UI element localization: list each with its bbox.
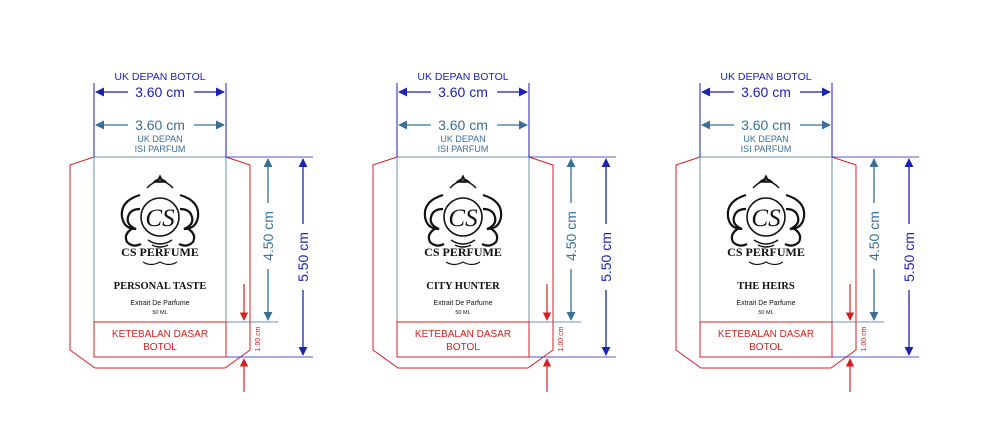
label-panel-the-heirs: UK DEPAN BOTOL 3.60 cm 3.60 cm UK DEPAN … xyxy=(675,71,919,392)
logo-bottom-flourish xyxy=(147,239,173,248)
base-thickness-value: 1.00 cm xyxy=(255,326,262,351)
base-thickness-box xyxy=(396,321,530,358)
top-label: UK DEPAN BOTOL xyxy=(114,71,205,83)
base-thickness-box xyxy=(699,321,833,358)
inner-width-value: 3.60 cm xyxy=(741,117,791,133)
inner-width-value-bg xyxy=(431,117,497,134)
outer-width-value: 3.60 cm xyxy=(438,84,488,100)
top-label: UK DEPAN BOTOL xyxy=(417,71,508,83)
logo-left-flourish xyxy=(423,193,445,247)
inner-caption-2: ISI PARFUM xyxy=(741,144,792,154)
product-volume: 50 ML xyxy=(152,310,167,316)
outer-width-value: 3.60 cm xyxy=(135,84,185,100)
top-label: UK DEPAN BOTOL xyxy=(720,71,811,83)
outer-width-value: 3.60 cm xyxy=(741,84,791,100)
base-label-line-1: KETEBALAN DASAR xyxy=(415,329,511,340)
logo-monogram: CS xyxy=(145,205,175,232)
outer-height-value-bg xyxy=(597,224,615,290)
product-type: Extrait De Parfume xyxy=(130,300,189,307)
inner-caption-1: UK DEPAN xyxy=(743,134,788,144)
die-cut-outline xyxy=(69,156,251,369)
label-panel-personal-taste: UK DEPAN BOTOL 3.60 cm 3.60 cm UK DEPAN … xyxy=(69,71,313,392)
brand-underline-ornament xyxy=(445,261,481,266)
die-cut-outline xyxy=(372,156,554,369)
product-volume: 50 ML xyxy=(455,310,470,316)
base-label-line-2: BOTOL xyxy=(749,342,783,353)
inner-width-value: 3.60 cm xyxy=(438,117,488,133)
product-name: PERSONAL TASTE xyxy=(114,281,207,292)
brand-name: CS PERFUME xyxy=(424,245,502,259)
brand-name: CS PERFUME xyxy=(727,245,805,259)
base-label-line-1: KETEBALAN DASAR xyxy=(112,329,208,340)
product-name: THE HEIRS xyxy=(737,281,795,292)
die-cut-outline xyxy=(675,156,857,369)
inner-caption-1: UK DEPAN xyxy=(440,134,485,144)
logo-crown-ornament xyxy=(752,174,780,189)
logo-crown-ornament xyxy=(146,174,174,189)
inner-caption-2: ISI PARFUM xyxy=(135,144,186,154)
base-label-line-2: BOTOL xyxy=(446,342,480,353)
outer-height-value: 5.50 cm xyxy=(598,232,614,282)
inner-height-value-bg xyxy=(562,203,580,269)
logo-left-flourish xyxy=(120,193,142,247)
inner-caption-1: UK DEPAN xyxy=(137,134,182,144)
logo-ring xyxy=(443,197,483,237)
logo-bottom-flourish xyxy=(450,239,476,248)
inner-height-value: 4.50 cm xyxy=(866,211,882,261)
inner-width-value-bg xyxy=(734,117,800,134)
brand-underline-ornament xyxy=(748,261,784,266)
brand-underline-ornament xyxy=(142,261,178,266)
outer-height-value: 5.50 cm xyxy=(295,232,311,282)
base-thickness-box xyxy=(93,321,227,358)
outer-width-value-bg xyxy=(431,84,497,101)
product-type: Extrait De Parfume xyxy=(736,300,795,307)
logo-right-flourish xyxy=(178,193,200,247)
inner-height-value: 4.50 cm xyxy=(260,211,276,261)
base-label-line-2: BOTOL xyxy=(143,342,177,353)
logo-right-flourish xyxy=(784,193,806,247)
base-thickness-value: 1.00 cm xyxy=(861,326,868,351)
outer-height-value-bg xyxy=(900,224,918,290)
product-volume: 50 ML xyxy=(758,310,773,316)
logo-monogram: CS xyxy=(751,205,781,232)
product-type: Extrait De Parfume xyxy=(433,300,492,307)
outer-height-value: 5.50 cm xyxy=(901,232,917,282)
base-thickness-value: 1.00 cm xyxy=(558,326,565,351)
logo-left-flourish xyxy=(726,193,748,247)
logo-ring xyxy=(746,197,786,237)
logo-right-flourish xyxy=(481,193,503,247)
brand-name: CS PERFUME xyxy=(121,245,199,259)
outer-width-value-bg xyxy=(128,84,194,101)
inner-caption-2: ISI PARFUM xyxy=(438,144,489,154)
logo-monogram: CS xyxy=(448,205,478,232)
logo-bottom-flourish xyxy=(753,239,779,248)
inner-height-value-bg xyxy=(259,203,277,269)
cs-monogram-logo: CS xyxy=(423,174,503,248)
product-name: CITY HUNTER xyxy=(426,281,500,292)
logo-crown-ornament xyxy=(449,174,477,189)
inner-width-value: 3.60 cm xyxy=(135,117,185,133)
inner-height-value: 4.50 cm xyxy=(563,211,579,261)
base-label-line-1: KETEBALAN DASAR xyxy=(718,329,814,340)
cs-monogram-logo: CS xyxy=(120,174,200,248)
inner-width-value-bg xyxy=(128,117,194,134)
outer-width-value-bg xyxy=(734,84,800,101)
cs-monogram-logo: CS xyxy=(726,174,806,248)
label-panel-city-hunter: UK DEPAN BOTOL 3.60 cm 3.60 cm UK DEPAN … xyxy=(372,71,616,392)
inner-height-value-bg xyxy=(865,203,883,269)
outer-height-value-bg xyxy=(294,224,312,290)
logo-ring xyxy=(140,197,180,237)
